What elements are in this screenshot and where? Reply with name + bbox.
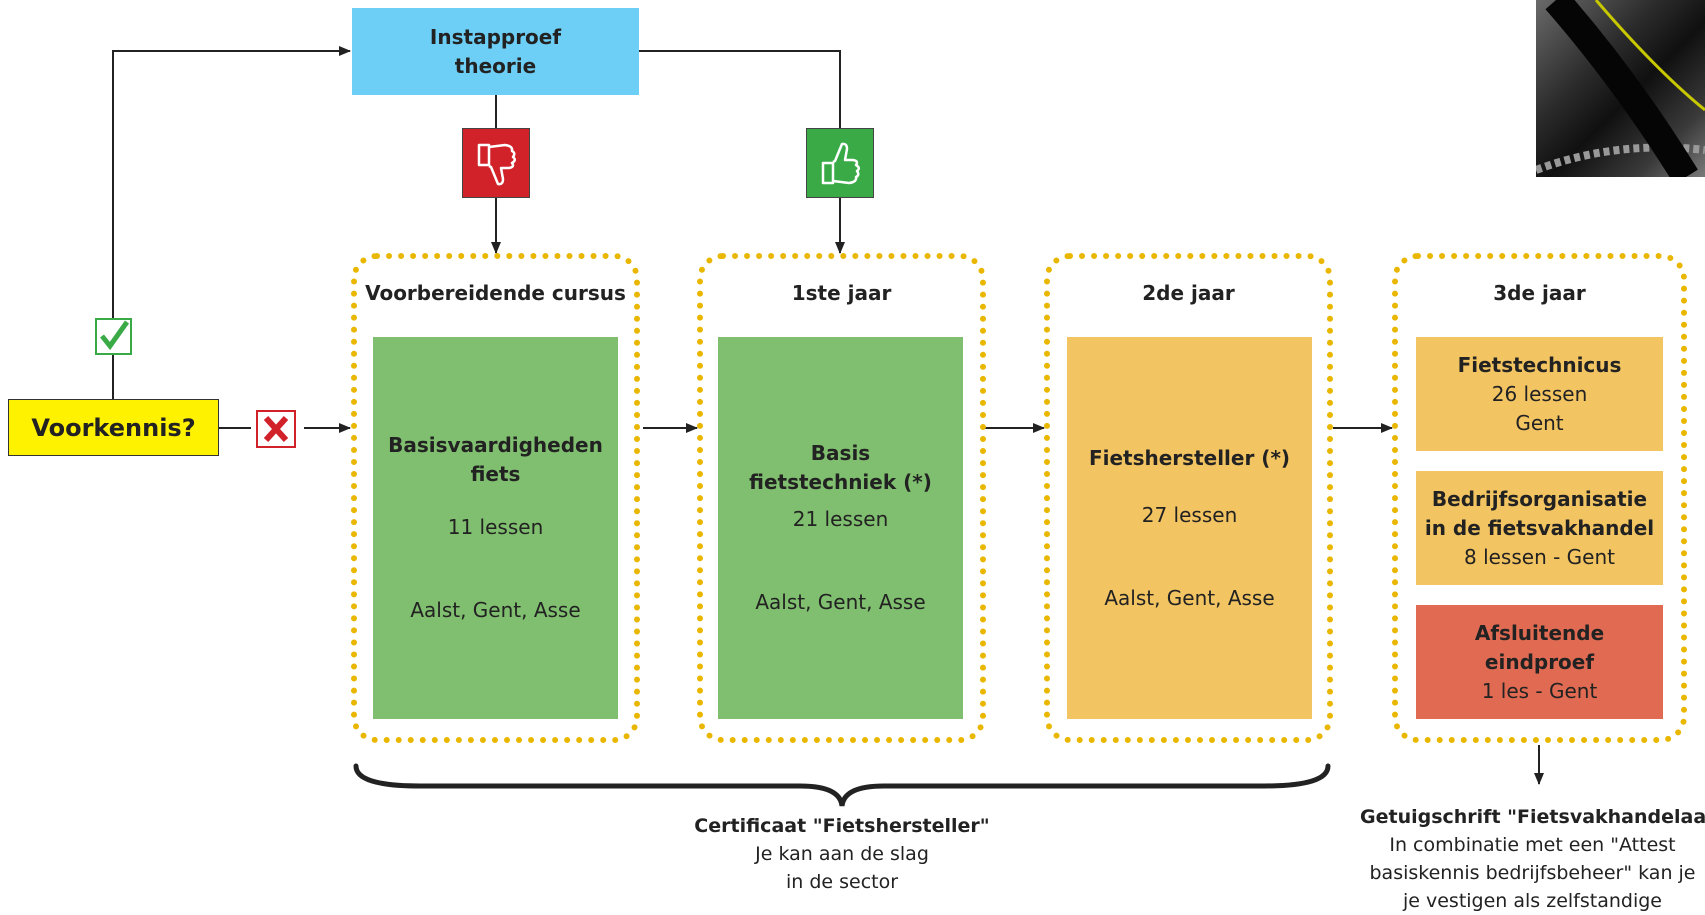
header-year3: 3de jaar	[1493, 281, 1586, 305]
frame-prep	[351, 253, 640, 743]
getuigschrift-text: Getuigschrift "Fietsvakhandelaar" In com…	[1360, 803, 1705, 915]
year1-title-line2: fietstechniek (*)	[749, 470, 932, 494]
check-icon	[95, 318, 132, 355]
box-fietstechnicus: Fietstechnicus 26 lessen Gent	[1416, 337, 1663, 451]
getuigschrift-line4: je vestigen als zelfstandige	[1402, 890, 1662, 912]
prep-lessons: 11 lessen	[447, 515, 544, 539]
year2-lessons: 27 lessen	[1141, 502, 1238, 527]
line-instapproef-to-year1	[639, 50, 841, 128]
year3-box2-title1: Bedrijfsorganisatie	[1431, 486, 1648, 511]
year1-lessons: 21 lessen	[792, 507, 889, 531]
instapproef-line1: Instapproef	[429, 24, 562, 49]
year3-box2-title2: in de fietsvakhandel	[1424, 515, 1655, 540]
year3-box1-title: Fietstechnicus	[1457, 352, 1622, 377]
certificate-text: Certificaat "Fietshersteller" Je kan aan…	[642, 812, 1042, 896]
cross-icon	[256, 410, 296, 448]
year3-box3-title2: eindproef	[1484, 649, 1595, 674]
certificate-line2: Je kan aan de slag	[755, 843, 929, 865]
voorkennis-label: Voorkennis?	[31, 413, 196, 442]
year3-box3-details: 1 les - Gent	[1481, 678, 1598, 703]
getuigschrift-title: Getuigschrift "Fietsvakhandelaar"	[1360, 806, 1705, 828]
year3-box3-title1: Afsluitende	[1474, 620, 1605, 645]
box-fietshersteller: Fietshersteller (*) 27 lessen Aalst, Gen…	[1067, 337, 1312, 719]
prep-title-line2: fiets	[470, 462, 521, 486]
frame-year1	[697, 253, 986, 743]
bicycle-photo	[1536, 0, 1705, 177]
instapproef-line2: theorie	[454, 53, 537, 78]
prep-places: Aalst, Gent, Asse	[410, 598, 581, 622]
header-year1: 1ste jaar	[791, 281, 892, 305]
box-basisvaardigheden: Basisvaardigheden fiets 11 lessen Aalst,…	[373, 337, 618, 719]
year2-title: Fietshersteller (*)	[1088, 445, 1291, 470]
getuigschrift-line3: basiskennis bedrijfsbeheer" kan je	[1369, 862, 1696, 884]
certificate-line3: in de sector	[785, 871, 899, 893]
box-basis-fietstechniek: Basis fietstechniek (*) 21 lessen Aalst,…	[718, 337, 963, 719]
bicycle-chain-icon	[1536, 0, 1705, 177]
curly-brace	[353, 763, 1331, 807]
getuigschrift-line2: In combinatie met een "Attest	[1389, 834, 1676, 856]
year3-box1-lessons: 26 lessen	[1491, 381, 1588, 406]
frame-year3	[1392, 253, 1687, 743]
line-voorkennis-to-instapproef	[112, 46, 351, 399]
instapproef-box: Instapproef theorie	[352, 8, 639, 95]
thumbs-down-icon	[462, 128, 530, 198]
certificate-title: Certificaat "Fietshersteller"	[694, 815, 990, 837]
frame-year2	[1044, 253, 1333, 743]
prep-title-line1: Basisvaardigheden	[388, 433, 603, 457]
year1-places: Aalst, Gent, Asse	[755, 590, 926, 614]
voorkennis-box: Voorkennis?	[8, 399, 219, 456]
year2-places: Aalst, Gent, Asse	[1104, 585, 1275, 610]
year3-box1-place: Gent	[1515, 410, 1564, 435]
thumbs-up-icon	[806, 128, 874, 198]
header-prep: Voorbereidende cursus	[365, 281, 626, 305]
box-bedrijfsorganisatie: Bedrijfsorganisatie in de fietsvakhandel…	[1416, 471, 1663, 585]
year1-title-line1: Basis	[810, 441, 871, 465]
year3-box2-details: 8 lessen - Gent	[1463, 544, 1615, 569]
box-afsluitende-eindproef: Afsluitende eindproef 1 les - Gent	[1416, 605, 1663, 719]
header-year2: 2de jaar	[1142, 281, 1235, 305]
